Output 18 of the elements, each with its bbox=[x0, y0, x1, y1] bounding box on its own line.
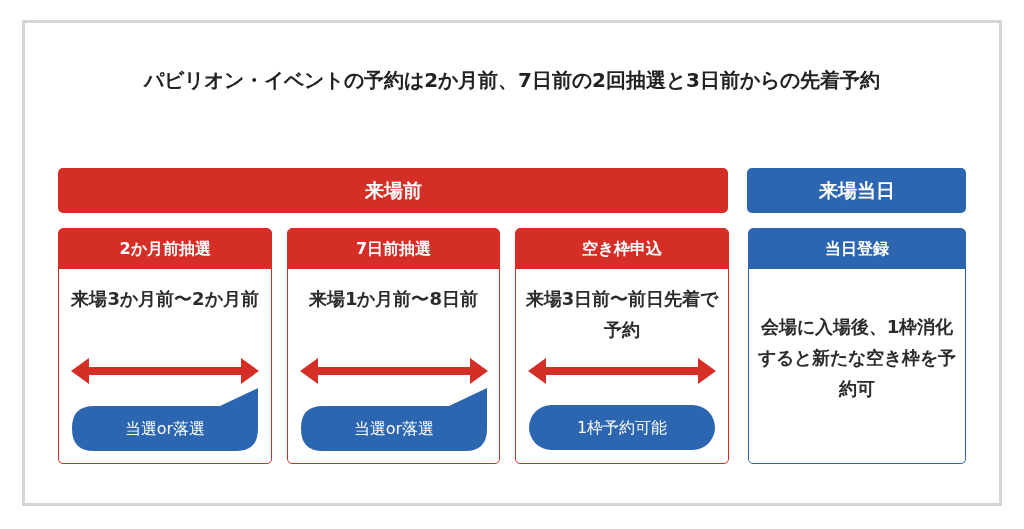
step-card bbox=[287, 228, 500, 464]
phase-banner: 来場当日 bbox=[747, 168, 966, 213]
result-pill: 1枠予約可能 bbox=[529, 405, 715, 450]
phase-banner: 来場前 bbox=[58, 168, 728, 213]
card-text: 会場に入場後、1枠消化すると新たな空き枠を予約可 bbox=[757, 315, 957, 401]
card-header: 当日登録 bbox=[749, 229, 965, 269]
step-card bbox=[748, 228, 966, 464]
result-speech-bubble: 当選or落選 bbox=[301, 388, 487, 451]
card-text: 来場3日前〜前日先着で予約 bbox=[524, 287, 720, 342]
diagram-title: パビリオン・イベントの予約は2か月前、7日前の2回抽選と3日前からの先着予約 bbox=[142, 67, 881, 94]
card-text: 来場1か月前〜8日前 bbox=[307, 287, 480, 311]
result-speech-bubble: 当選or落選 bbox=[72, 388, 258, 451]
step-card bbox=[58, 228, 272, 464]
card-header: 7日前抽選 bbox=[288, 229, 499, 269]
card-header: 空き枠申込 bbox=[516, 229, 728, 269]
card-header: 2か月前抽選 bbox=[59, 229, 271, 269]
card-text: 来場3か月前〜2か月前 bbox=[70, 287, 260, 311]
step-card bbox=[515, 228, 729, 464]
